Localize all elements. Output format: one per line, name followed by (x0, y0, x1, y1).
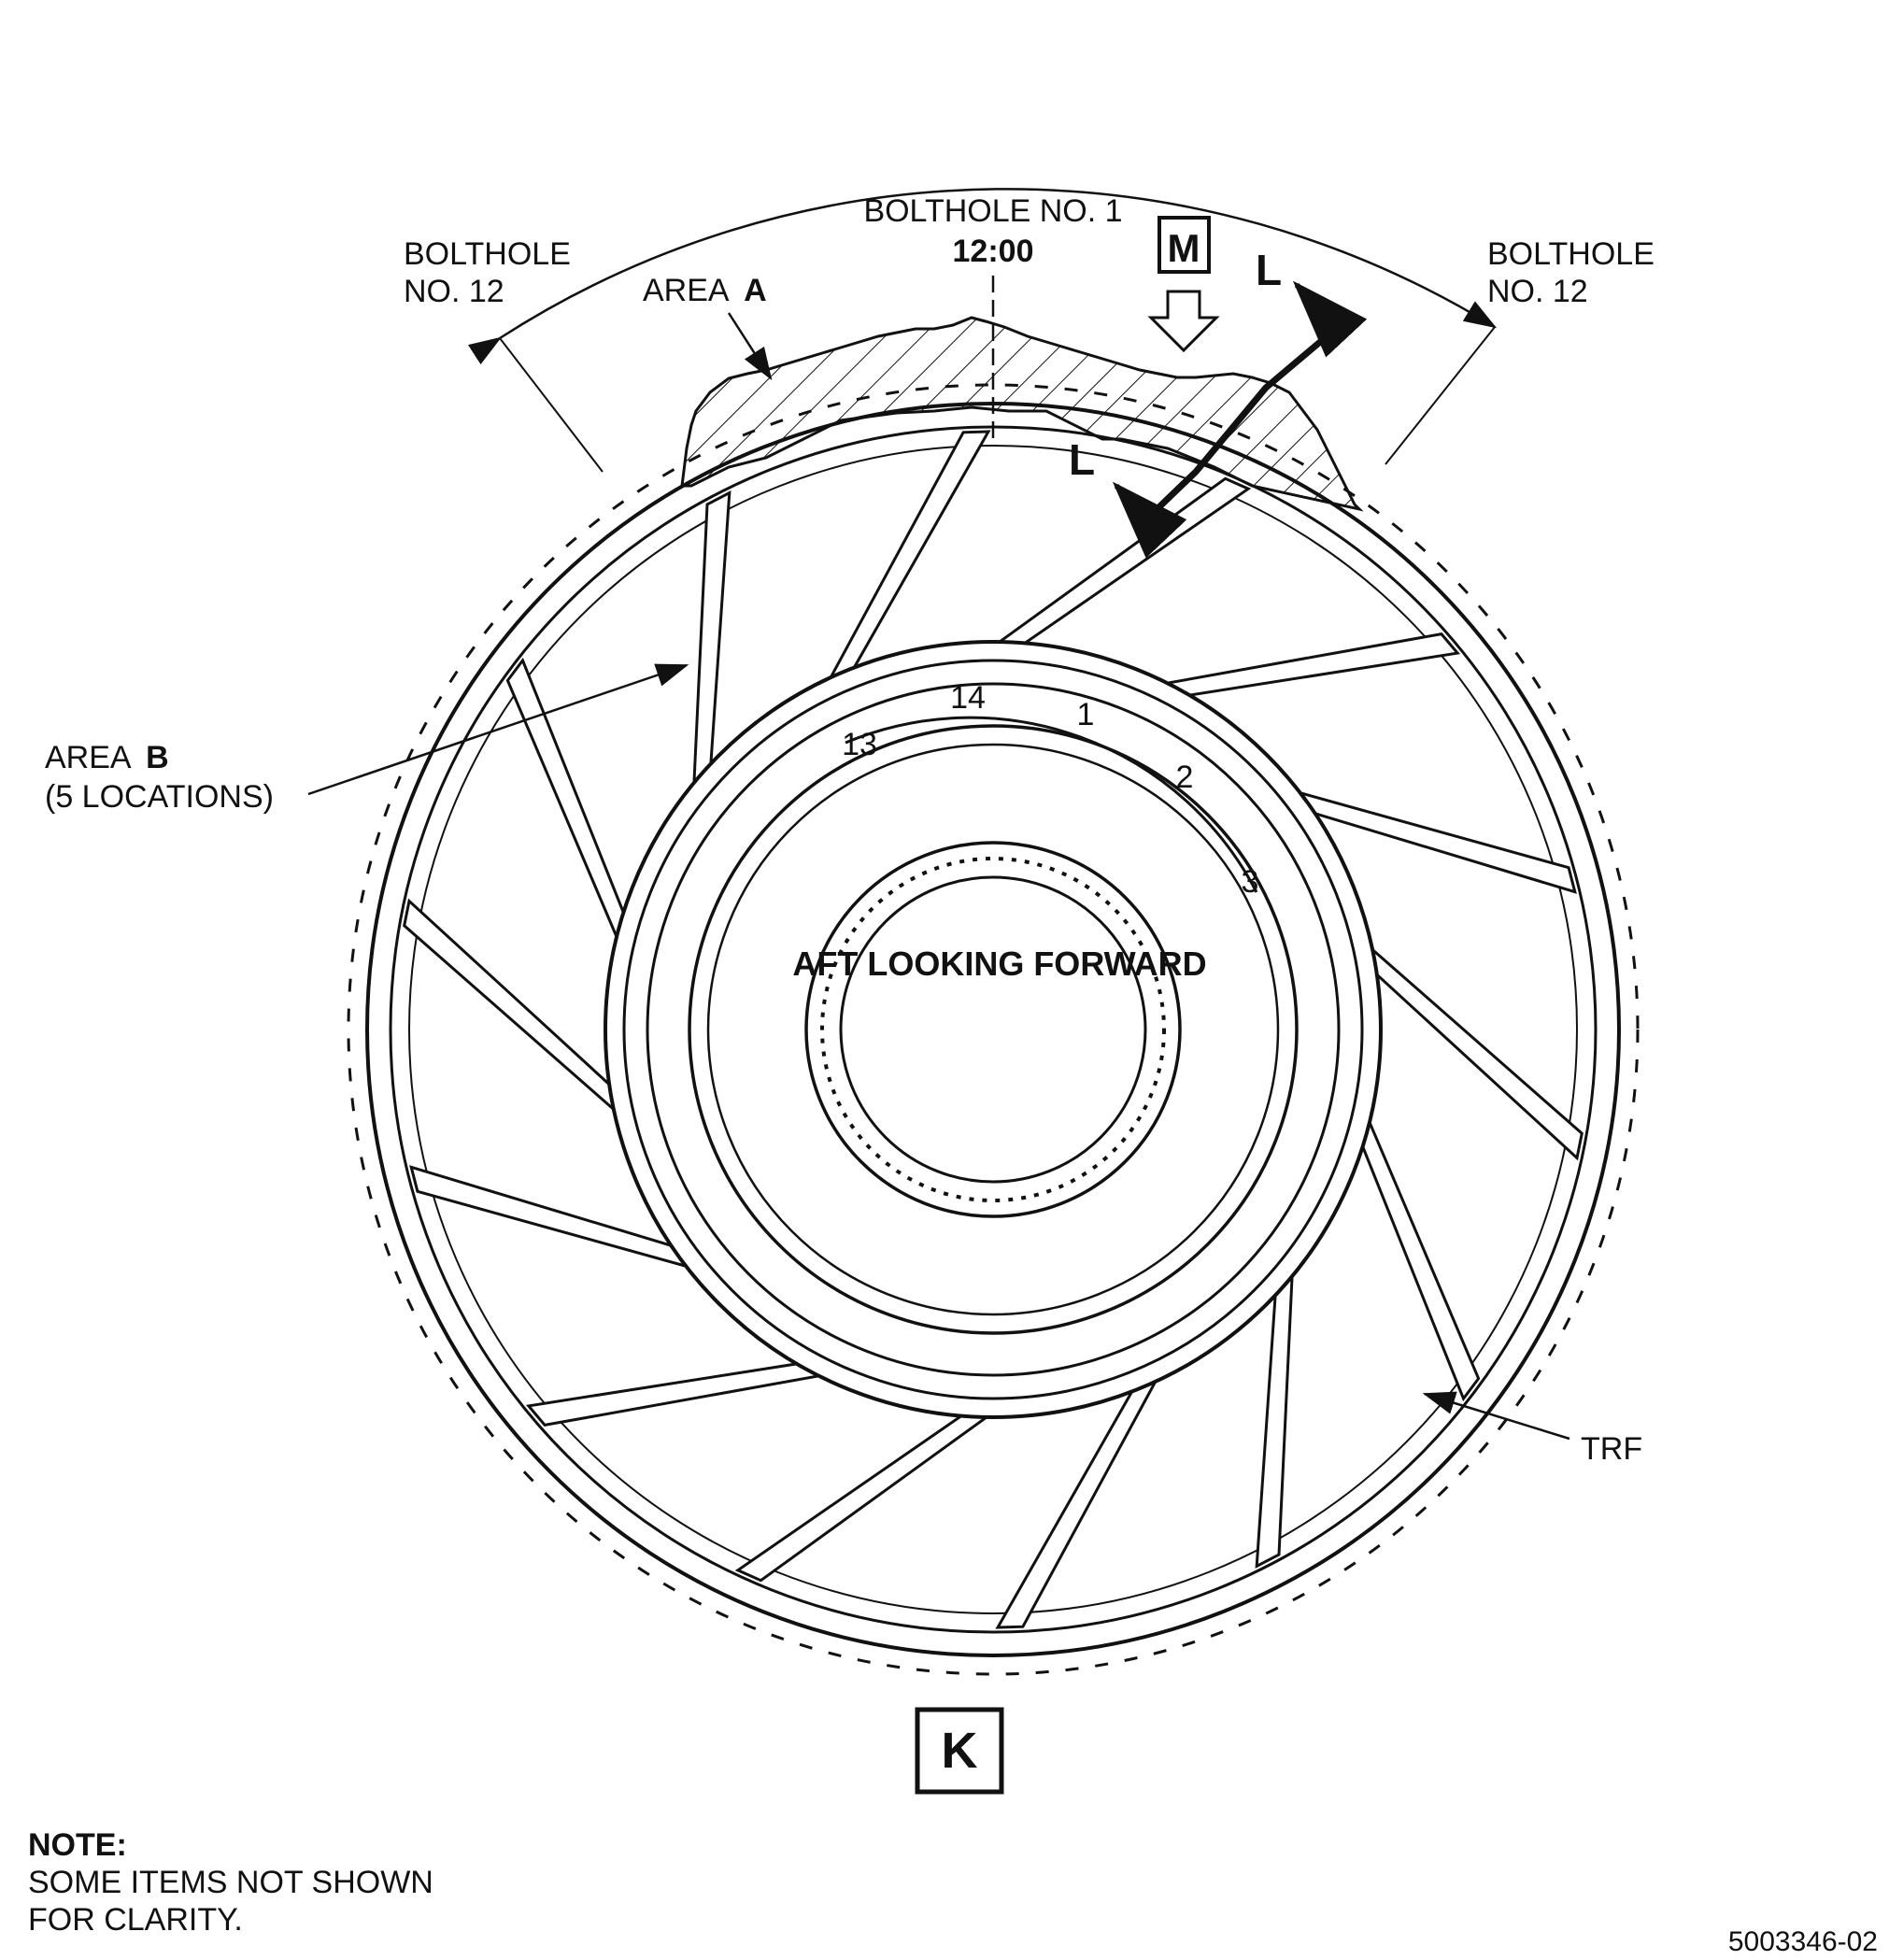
bolthole-left-label-line2: NO. 12 (404, 274, 504, 309)
strut-number-1: 1 (1077, 697, 1095, 732)
bolthole-left-label-line1: BOLTHOLE (404, 236, 571, 272)
section-l-upper-label: L (1256, 246, 1282, 294)
strut-vane (975, 476, 1252, 658)
center-caption: AFT LOOKING FORWARD (792, 944, 1206, 983)
clock-position-label: 12:00 (953, 234, 1034, 269)
outer-bolt-ring (347, 383, 1640, 1676)
inner-flange-outer (804, 841, 1182, 1218)
strut-number-3: 3 (1242, 864, 1259, 900)
area-b-label: AREA B (45, 740, 169, 775)
bolthole-dimension-arc (467, 188, 1498, 365)
hub-ring-4 (688, 724, 1299, 1335)
strut-number-arc (845, 716, 1258, 893)
area-b-letter: B (146, 740, 169, 775)
outer-casing-ring-inner-2 (408, 445, 1578, 1614)
section-l-upper-arrow (1292, 280, 1368, 358)
trf-label: TRF (1581, 1431, 1642, 1467)
section-l-lower-arrow (1112, 481, 1187, 559)
hub-ring-5 (706, 743, 1280, 1316)
area-b-leader (307, 663, 689, 796)
bolthole-left-leader (499, 337, 604, 473)
inner-flange-bolt-circle (820, 857, 1166, 1202)
note-block: NOTE: SOME ITEMS NOT SHOWN FOR CLARITY. (28, 1826, 433, 1939)
bolthole-right-label-line2: NO. 12 (1487, 274, 1588, 309)
note-line-1: SOME ITEMS NOT SHOWN (28, 1865, 433, 1900)
strut-vane (403, 898, 634, 1129)
area-a-letter: A (744, 273, 767, 308)
view-k-label: K (942, 1723, 978, 1779)
trf-leader (1422, 1391, 1570, 1441)
view-m-label: M (1168, 226, 1200, 270)
note-title: NOTE: (28, 1827, 127, 1863)
note-line-2: FOR CLARITY. (28, 1902, 243, 1938)
hub-ring-3 (646, 682, 1341, 1377)
section-l-lower-label: L (1069, 435, 1095, 484)
bolthole-right-leader (1385, 326, 1496, 465)
strut-vane (525, 1358, 848, 1427)
hub-ring-2 (622, 659, 1364, 1400)
area-a-leader (727, 312, 773, 381)
strut-vane (1138, 632, 1461, 701)
strut-vane (734, 1401, 1011, 1583)
view-m-arrow (1147, 290, 1220, 353)
area-a-prefix: AREA (643, 273, 730, 308)
area-b-locations: (5 LOCATIONS) (45, 779, 274, 815)
bolthole-1-label: BOLTHOLE NO. 1 (863, 193, 1122, 229)
bolthole-right-label-line1: BOLTHOLE (1487, 236, 1655, 272)
strut-vane (1352, 930, 1584, 1161)
view-m-box (1158, 216, 1211, 274)
view-k-box (915, 1707, 1004, 1795)
strut-number-13: 13 (842, 727, 877, 762)
inner-flange-inner (839, 875, 1147, 1184)
figure-number: 5003346-02 (1728, 1926, 1878, 1957)
area-a-hatched-section (680, 316, 1364, 512)
area-b-prefix: AREA (45, 740, 132, 775)
strut-number-2: 2 (1176, 760, 1194, 795)
strut-number-14: 14 (950, 680, 986, 716)
area-a-label: AREA A (643, 273, 767, 308)
strut-vane (1353, 1095, 1481, 1402)
